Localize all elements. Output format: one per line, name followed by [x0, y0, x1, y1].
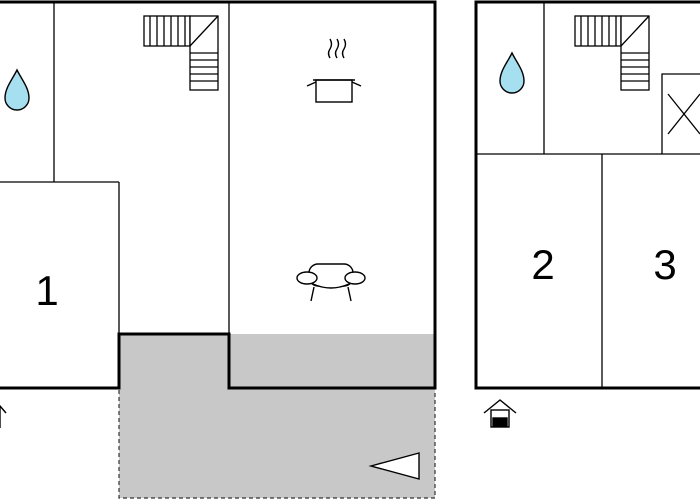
closed-shaft-icon [661, 73, 700, 154]
ground-floor-plan: 1 [0, 0, 437, 499]
terrace-direction-icon [368, 452, 420, 480]
terrace-dashed-border [118, 390, 436, 499]
water-drop-icon [499, 51, 525, 94]
staircase-icon [143, 15, 219, 91]
room-label-3: 3 [653, 241, 676, 288]
cooking-pot-icon [306, 38, 362, 103]
staircase-icon [574, 15, 650, 91]
entrance-house-icon [483, 399, 517, 428]
sofa-icon [296, 263, 366, 302]
upper-floor-plan: 2 3 [474, 0, 700, 428]
outer-wall [0, 0, 437, 390]
room-label-2: 2 [531, 241, 554, 288]
entrance-arrow-icon [0, 404, 7, 428]
terrace [119, 334, 435, 498]
room-label-1: 1 [35, 267, 58, 314]
outer-wall [474, 0, 700, 390]
water-drop-icon [4, 68, 30, 111]
